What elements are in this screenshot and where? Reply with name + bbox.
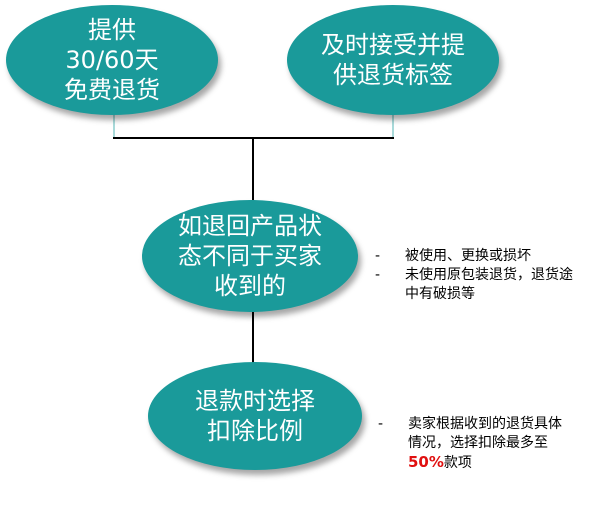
node-deduction-ratio-line-2: 扣除比例: [207, 417, 303, 445]
bullet-dash: -: [375, 248, 381, 264]
deduction-percent-highlight: 50%: [408, 453, 444, 471]
node-return-label: 及时接受并提 供退货标签: [287, 5, 499, 115]
node-condition-differs-line-1: 如退回产品状: [178, 212, 322, 240]
node-return-label-line-1: 及时接受并提: [321, 31, 465, 59]
node-condition-differs-line-3: 收到的: [214, 272, 286, 300]
deduction-note-tail: 款项: [443, 455, 472, 471]
condition-note-text-line-2: 中有破损等: [405, 286, 475, 302]
node-return-label-line-2: 供退货标签: [333, 61, 453, 89]
condition-note-item: - 被使用、更换或损坏: [375, 247, 607, 266]
condition-note-text: 被使用、更换或损坏: [405, 248, 531, 264]
node-deduction-ratio-line-1: 退款时选择: [195, 387, 315, 415]
node-free-returns: 提供 30/60天 免费退货: [6, 5, 218, 115]
condition-note-item: - 未使用原包装退货，退货途 中有破损等: [375, 266, 607, 304]
deduction-notes-list: - 卖家根据收到的退货具体 情况，选择扣除最多至 50%款项: [378, 415, 603, 473]
bullet-dash: -: [378, 416, 384, 432]
node-free-returns-line-2: 30/60天: [65, 46, 159, 74]
node-deduction-ratio: 退款时选择 扣除比例: [148, 362, 362, 470]
deduction-note-line-1: 卖家根据收到的退货具体: [408, 416, 562, 432]
node-free-returns-line-3: 免费退货: [64, 76, 160, 104]
deduction-note-line-2: 情况，选择扣除最多至: [408, 435, 548, 451]
condition-notes-list: - 被使用、更换或损坏 - 未使用原包装退货，退货途 中有破损等: [375, 247, 607, 304]
deduction-note-item: - 卖家根据收到的退货具体 情况，选择扣除最多至 50%款项: [378, 415, 603, 473]
condition-note-text-line-1: 未使用原包装退货，退货途: [405, 267, 573, 283]
node-free-returns-line-1: 提供: [88, 16, 136, 44]
bullet-dash: -: [375, 267, 381, 283]
node-condition-differs-line-2: 态不同于买家: [178, 242, 322, 270]
node-condition-differs: 如退回产品状 态不同于买家 收到的: [142, 200, 358, 312]
